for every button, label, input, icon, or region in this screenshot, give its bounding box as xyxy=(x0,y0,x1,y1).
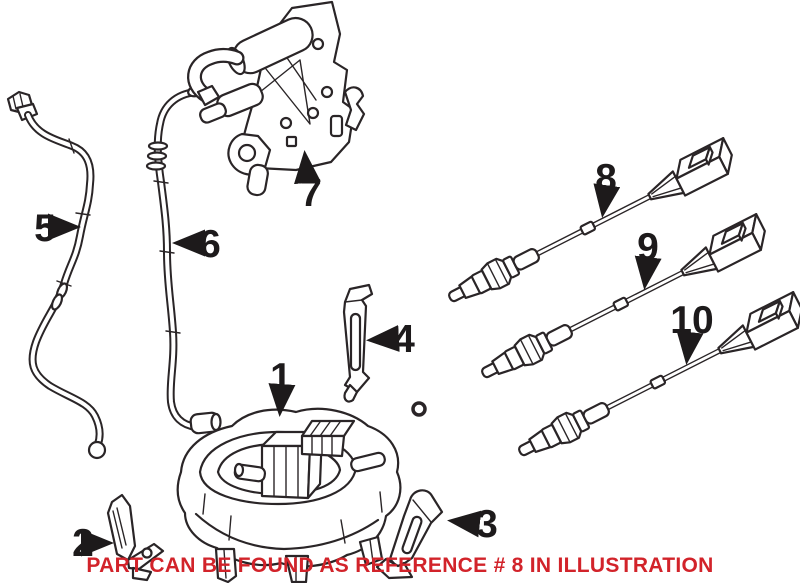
oxygen-sensor-9 xyxy=(474,214,771,387)
callout-2: 2 xyxy=(72,522,114,565)
callout-7-label: 7 xyxy=(300,172,322,215)
callout-8-label: 8 xyxy=(595,157,617,200)
bracket-2 xyxy=(106,493,165,582)
callout-10: 10 xyxy=(670,299,714,365)
oxygen-sensor-8 xyxy=(441,138,738,311)
callout-4: 4 xyxy=(366,318,415,361)
reference-notice: PART CAN BE FOUND AS REFERENCE # 8 IN IL… xyxy=(86,554,714,577)
callout-5-label: 5 xyxy=(34,207,56,250)
callout-5: 5 xyxy=(34,207,81,250)
callout-3: 3 xyxy=(447,503,498,546)
callout-6-label: 6 xyxy=(199,223,221,266)
callout-7: 7 xyxy=(293,150,322,215)
callout-1-label: 1 xyxy=(270,356,292,399)
callout-1: 1 xyxy=(268,356,296,417)
callouts: 1 2 3 4 5 6 7 8 xyxy=(34,150,714,565)
callout-9-label: 9 xyxy=(637,226,659,269)
oxygen-sensor-10 xyxy=(511,292,800,465)
hose-5 xyxy=(6,90,107,460)
callout-4-label: 4 xyxy=(393,318,415,361)
canister-1 xyxy=(176,401,427,583)
callout-3-label: 3 xyxy=(476,503,498,546)
bracket-3 xyxy=(375,489,444,580)
bracket-4 xyxy=(342,283,374,403)
callout-6: 6 xyxy=(172,223,221,266)
callout-10-label: 10 xyxy=(670,299,713,342)
callout-9: 9 xyxy=(634,226,662,290)
callout-8: 8 xyxy=(593,157,621,218)
valve-bracket-assembly-7 xyxy=(187,0,366,197)
